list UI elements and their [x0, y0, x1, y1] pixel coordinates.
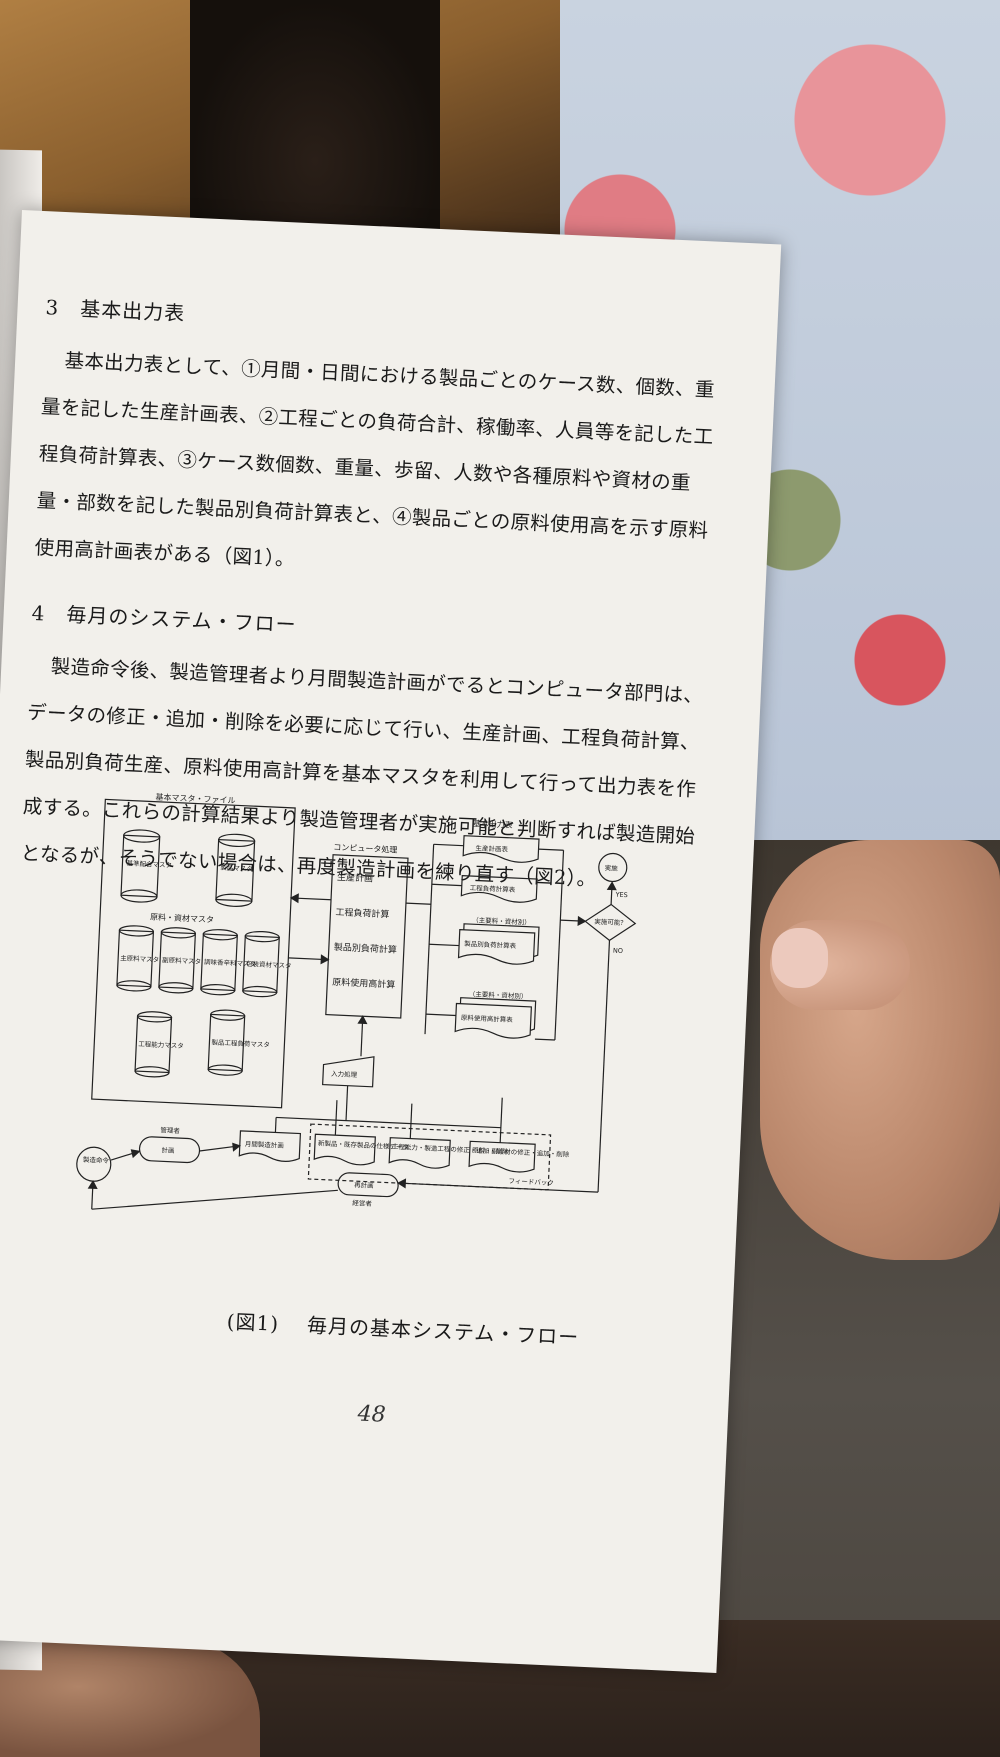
lower-hand: [0, 1640, 260, 1757]
mat5-label: 工程能力マスタ: [138, 1039, 184, 1050]
out1-label: 生産計画表: [475, 843, 508, 853]
mat3-label: 調味香辛料マスタ: [204, 957, 256, 968]
input-doc-2: [388, 1137, 451, 1169]
output-doc-1: [462, 835, 540, 863]
figure-number: (図1): [226, 1309, 280, 1336]
blend-master-label: 基準配合マスタ: [126, 858, 172, 869]
page-number: 48: [357, 1401, 387, 1428]
input-doc-1: [313, 1133, 376, 1166]
input-proc-label: 入力処理: [331, 1069, 358, 1079]
mat1-label: 主原料マスタ: [120, 953, 159, 964]
start-label: 実施: [605, 863, 619, 873]
computer-label: コンピュータ処理: [333, 842, 397, 855]
comp-line-1: 生産計画: [337, 871, 374, 885]
mgr-top-label: 管理者: [160, 1125, 180, 1135]
input-doc-3: [468, 1140, 536, 1173]
order-label: 製造命令: [83, 1155, 110, 1165]
blend-master-cylinder: [120, 829, 161, 903]
chair-shadow-background: [190, 0, 440, 230]
replan-terminal: [337, 1172, 399, 1198]
out3-label: 製品別負荷計算表: [464, 939, 517, 950]
feedback-dashed-box: [307, 1123, 552, 1191]
flow-diagram-svg: 基本マスタ・ファイル 基準配合マスタ 製品マスタ 原料・資材マスタ 主原料マスタ…: [76, 792, 637, 1210]
output-doc-3: [457, 928, 536, 965]
system-flow-diagram: 基本マスタ・ファイル 基準配合マスタ 製品マスタ 原料・資材マスタ 主原料マスタ…: [64, 788, 695, 1295]
decision-label: 実施可能？: [594, 917, 627, 927]
out4-label: 原料使用高計算表: [461, 1013, 514, 1024]
input-processing-box: [322, 1056, 375, 1088]
monthly-plan-label: 月間製造計画: [245, 1139, 284, 1150]
feedback-label: フィードバック: [508, 1177, 554, 1187]
material-cylinders: [116, 925, 280, 1078]
figure-caption: (図1) 毎月の基本システム・フロー: [226, 1305, 608, 1351]
out3-note: （主要料・資材別）: [472, 915, 531, 927]
thumbnail: [772, 928, 828, 988]
out4-note: （主要料・資材別）: [469, 989, 528, 1001]
output-doc-4: [454, 1002, 532, 1039]
holding-hand: [760, 840, 1000, 1260]
mat6-label: 製品工程負荷マスタ: [211, 1037, 270, 1049]
section3-paragraph: 基本出力表として、①月間・日間における製品ごとのケース数、個数、重量を記した生産…: [34, 349, 716, 571]
comp-line-4: 原料使用高計算: [332, 976, 395, 991]
replan-label: 再計画: [354, 1180, 374, 1190]
product-master-cylinder: [215, 833, 256, 907]
no-label: NO: [613, 947, 623, 955]
comp-line-3: 製品別負荷計算: [334, 941, 397, 956]
mat4-label: 包装資材マスタ: [246, 959, 292, 970]
mat2-label: 副原料マスタ: [162, 955, 201, 966]
book-page: 3 基本出力表 基本出力表として、①月間・日間における製品ごとのケース数、個数、…: [0, 210, 782, 1674]
output-doc-2: [460, 875, 538, 903]
output-title: 基本出力表: [472, 818, 512, 830]
comp-line-2: 工程負荷計算: [335, 906, 390, 920]
out2-label: 工程負荷計算表: [470, 883, 516, 894]
in1-label: 新製品・既存製品の仕様データ: [318, 1138, 409, 1151]
plan-label: 計画: [161, 1145, 174, 1155]
monthly-plan-doc: [238, 1130, 302, 1162]
start-circle: [598, 852, 628, 883]
master-file-label: 基本マスタ・ファイル: [155, 792, 235, 806]
in3-label: 原料・副資材の修正・追加・削除: [472, 1145, 570, 1158]
yes-label: YES: [614, 891, 628, 900]
materials-label: 原料・資材マスタ: [150, 912, 214, 925]
figure-title: 毎月の基本システム・フロー: [306, 1313, 580, 1350]
mgr-bottom-label: 経営者: [352, 1198, 372, 1208]
product-master-label: 製品マスタ: [220, 863, 253, 873]
